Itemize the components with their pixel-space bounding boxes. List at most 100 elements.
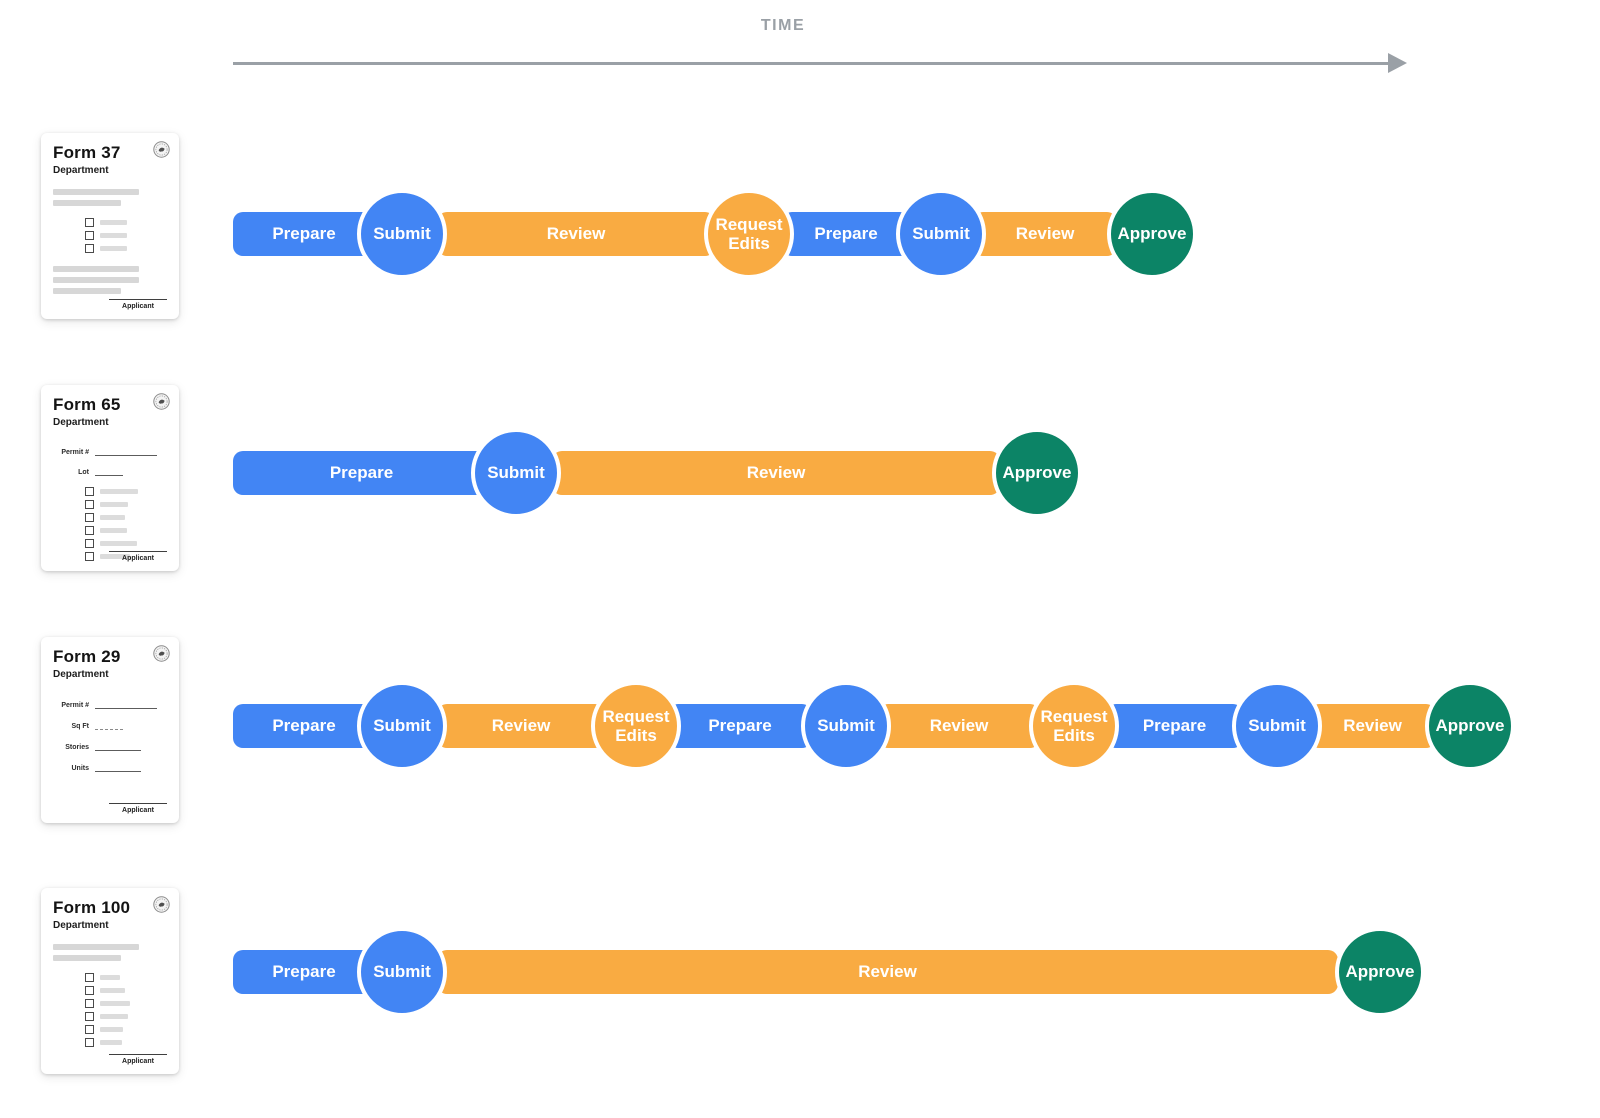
field-label: Permit # <box>61 701 89 709</box>
placeholder-text-line <box>53 287 121 294</box>
form-title: Form 37 <box>53 143 121 162</box>
phase-label: Review <box>491 716 551 735</box>
phase-label: Prepare <box>272 224 336 243</box>
phase-bar-prepare: Prepare <box>233 950 375 994</box>
signature-label: Applicant <box>122 807 154 814</box>
checkbox-icon <box>85 526 94 536</box>
checkbox-icon <box>85 539 94 549</box>
placeholder-option-line <box>100 541 137 547</box>
form-body <box>53 188 167 294</box>
milestone-circle-request-edits: Request Edits <box>591 681 681 771</box>
signature-line <box>109 299 167 300</box>
form-field-stories: Stories <box>53 742 167 751</box>
field-label: Units <box>71 764 90 772</box>
placeholder-option-line <box>100 1027 123 1033</box>
form-field-sq-ft: Sq Ft <box>53 721 167 730</box>
form-field-units: Units <box>53 763 167 772</box>
checkbox-row <box>85 539 167 549</box>
milestone-circle-submit: Submit <box>357 927 447 1017</box>
checkbox-row <box>85 1038 167 1048</box>
checkbox-row <box>85 552 167 562</box>
placeholder-text-line <box>53 954 121 961</box>
form-title: Form 29 <box>53 647 121 666</box>
milestone-circle-submit: Submit <box>357 189 447 279</box>
form-body: Permit # Lot <box>53 441 167 562</box>
signature-block: Applicant <box>109 1054 167 1065</box>
form-card-form-100: Form 100 Department Applicant <box>41 888 179 1074</box>
phase-label: Prepare <box>1142 716 1207 735</box>
milestone-circle-submit: Submit <box>357 681 447 771</box>
milestone-circle-submit: Submit <box>896 189 986 279</box>
checkbox-row <box>85 244 167 254</box>
phase-label: Prepare <box>329 463 394 482</box>
time-arrow-head-icon <box>1388 53 1407 73</box>
phase-bar-review: Review <box>437 212 715 256</box>
checkbox-row <box>85 231 167 241</box>
phase-label: Prepare <box>272 716 336 735</box>
checkbox-row <box>85 986 167 996</box>
signature-block: Applicant <box>109 551 167 562</box>
milestone-circle-submit: Submit <box>801 681 891 771</box>
placeholder-text-line <box>53 265 139 272</box>
form-department-label: Department <box>53 164 109 176</box>
placeholder-option-line <box>100 220 127 226</box>
checkbox-row <box>85 487 167 497</box>
form-department-label: Department <box>53 919 109 931</box>
placeholder-option-line <box>100 1040 122 1046</box>
field-label: Permit # <box>61 448 89 456</box>
checkbox-icon <box>85 986 94 996</box>
placeholder-option-line <box>100 975 120 981</box>
checkbox-row <box>85 973 167 983</box>
phase-bar-prepare: Prepare <box>233 212 375 256</box>
field-blank-line <box>95 700 157 709</box>
government-seal-icon <box>153 896 170 913</box>
checkbox-icon <box>85 231 94 241</box>
phase-label: Submit <box>487 463 545 483</box>
checkbox-icon <box>85 1012 94 1022</box>
signature-line <box>109 1054 167 1055</box>
checkbox-icon <box>85 999 94 1009</box>
checkbox-icon <box>85 1025 94 1035</box>
placeholder-option-line <box>100 1001 130 1007</box>
form-field-permit-: Permit # <box>53 447 167 456</box>
checkbox-icon <box>85 244 94 254</box>
phase-label: Approve <box>1345 962 1415 982</box>
checkbox-row <box>85 218 167 228</box>
form-field-lot: Lot <box>53 467 167 476</box>
government-seal-icon <box>153 141 170 158</box>
placeholder-option-line <box>100 489 138 495</box>
phase-label: Review <box>546 224 606 243</box>
checkbox-icon <box>85 1038 94 1048</box>
signature-label: Applicant <box>122 303 154 310</box>
milestone-circle-submit: Submit <box>471 428 561 518</box>
phase-label: Review <box>929 716 989 735</box>
phase-label: Submit <box>912 224 970 244</box>
phase-bar-prepare: Prepare <box>233 704 375 748</box>
checkbox-row <box>85 513 167 523</box>
form-title: Form 100 <box>53 898 131 917</box>
phase-bar-review: Review <box>878 704 1040 748</box>
phase-label: Submit <box>1248 716 1306 736</box>
form-body <box>53 943 167 1048</box>
phase-bar-prepare: Prepare <box>1106 704 1243 748</box>
phase-label: Request Edits <box>602 706 670 745</box>
signature-line <box>109 803 167 804</box>
field-blank-line <box>95 721 123 730</box>
checkbox-row <box>85 500 167 510</box>
placeholder-text-line <box>53 943 139 950</box>
signature-label: Applicant <box>122 1058 154 1065</box>
placeholder-text-line <box>53 199 121 206</box>
phase-label: Submit <box>817 716 875 736</box>
signature-line <box>109 551 167 552</box>
phase-label: Request Edits <box>1040 706 1108 745</box>
phase-bar-prepare: Prepare <box>782 212 910 256</box>
phase-bar-prepare: Prepare <box>668 704 812 748</box>
checkbox-row <box>85 526 167 536</box>
placeholder-option-line <box>100 528 127 534</box>
phase-bar-review: Review <box>437 950 1338 994</box>
phase-label: Review <box>746 463 806 482</box>
placeholder-option-line <box>100 554 130 560</box>
